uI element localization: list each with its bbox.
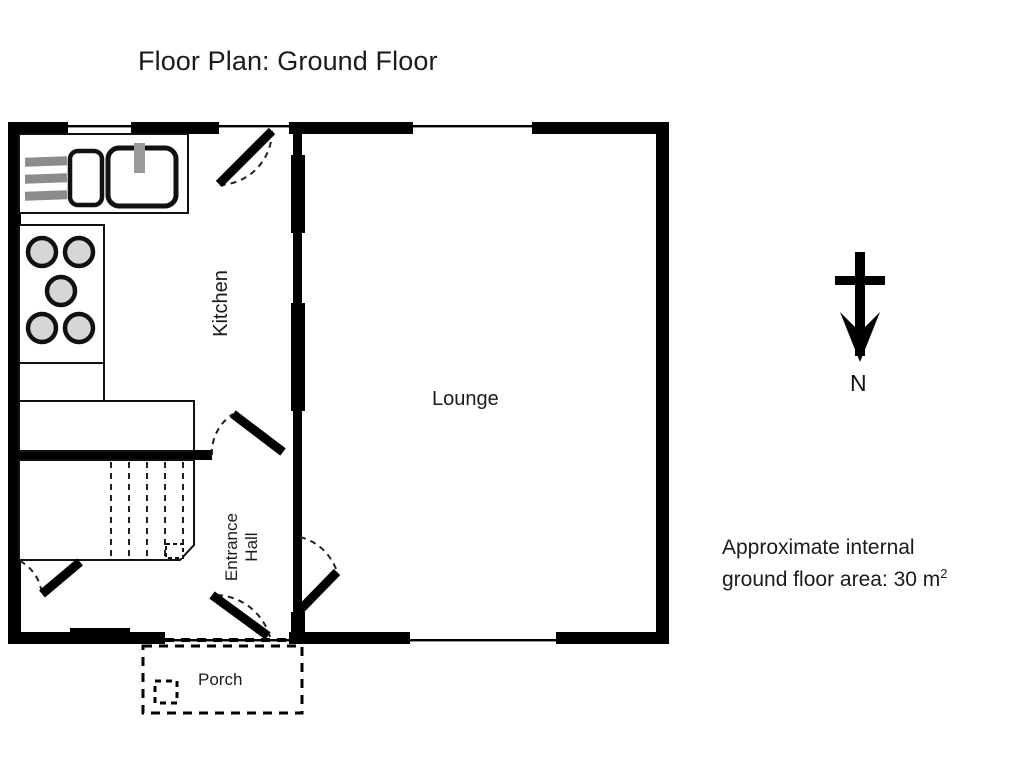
entrance-hall-line-1: Entrance [221,513,241,582]
porch-outline [141,644,304,715]
room-label-porch: Porch [198,670,243,689]
kitchen-door [215,127,276,188]
small-sink-basin [67,148,105,208]
hall-kitchen-door [210,410,286,456]
entrance-hall-line-2: Hall [242,532,261,562]
room-label-lounge: Lounge [432,388,499,410]
north-arrow-icon [835,252,885,362]
kitchen-base-unit [18,362,195,452]
internal-wall-lounge [291,128,305,642]
room-label-kitchen: Kitchen [209,270,232,337]
front-door [209,591,271,640]
understair-door [19,558,83,598]
room-label-entrance-hall: Entrance Hall [222,511,262,583]
porch-pillar-icon [153,679,179,705]
area-note: Approximate internal ground floor area: … [722,532,1022,596]
stair-treads [110,462,184,558]
area-note-line-2: ground floor area: 30 m2 [722,564,1022,596]
page-title: Floor Plan: Ground Floor [138,46,438,76]
lounge-door [296,536,341,614]
staircase [18,459,195,561]
exterior-walls [8,122,669,644]
area-note-line-2-text: ground floor area: 30 m [722,567,941,591]
newel-post-icon [165,543,184,559]
area-note-line-1: Approximate internal [722,536,915,559]
north-label: N [850,370,867,396]
internal-wall-kitchen-hall [10,450,212,460]
draining-board [24,156,68,201]
area-unit-superscript: 2 [940,565,948,581]
kitchen-tap-icon [134,143,145,173]
five-ring-hob [25,235,96,345]
